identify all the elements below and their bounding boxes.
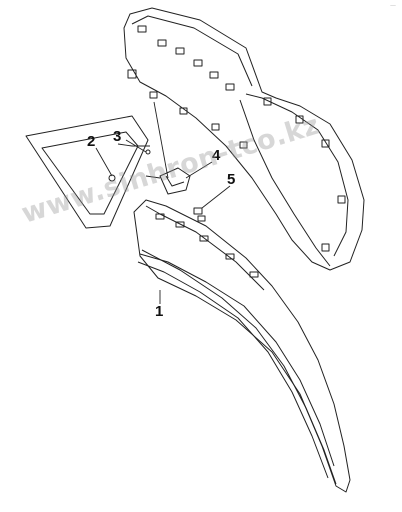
leader-lines — [95, 101, 231, 304]
callout-2: 2 — [87, 133, 96, 150]
liner-inner-edge-2 — [239, 99, 331, 267]
mounting-bosses — [127, 25, 346, 252]
corner-mark: — — [390, 2, 396, 9]
callout-1: 1 — [155, 303, 164, 320]
liner-inner-edge — [245, 93, 349, 257]
screw-part-2 — [108, 174, 116, 182]
clip-part-3 — [145, 149, 151, 155]
callout-3: 3 — [113, 128, 122, 145]
callout-4: 4 — [212, 147, 221, 164]
plate-outline — [25, 115, 149, 229]
clip-part-5 — [193, 207, 203, 215]
flare-clips — [155, 213, 259, 278]
callout-5: 5 — [227, 171, 236, 188]
liner-panel — [123, 7, 365, 271]
